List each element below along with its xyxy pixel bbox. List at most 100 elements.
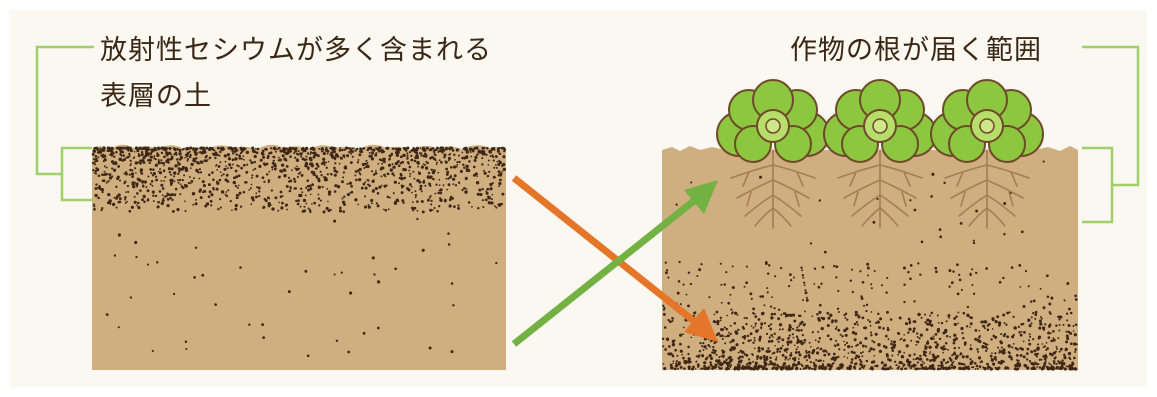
- soil-dot: [345, 146, 348, 149]
- soil-dot: [498, 185, 500, 187]
- soil-dot: [434, 207, 436, 209]
- soil-dot: [771, 296, 773, 298]
- soil-dot: [268, 152, 270, 154]
- soil-dot: [757, 329, 759, 331]
- soil-dot: [828, 367, 831, 370]
- soil-dot: [193, 159, 196, 162]
- soil-dot: [817, 347, 819, 349]
- soil-dot: [335, 153, 338, 156]
- soil-dot: [219, 198, 221, 200]
- soil-dot: [342, 210, 345, 213]
- soil-dot: [742, 327, 745, 330]
- soil-dot: [204, 205, 207, 208]
- soil-dot: [471, 206, 473, 208]
- soil-dot: [822, 317, 825, 320]
- soil-dot: [998, 324, 1001, 327]
- soil-dot: [679, 343, 682, 346]
- soil-dot: [805, 291, 808, 294]
- soil-dot: [482, 199, 484, 201]
- soil-dot: [733, 322, 736, 325]
- soil-dot: [288, 290, 291, 293]
- soil-dot: [221, 175, 223, 177]
- soil-dot: [890, 318, 893, 321]
- soil-dot: [941, 322, 943, 324]
- soil-dot: [467, 169, 470, 172]
- soil-dot: [722, 354, 725, 357]
- soil-dot: [840, 334, 842, 336]
- soil-dot: [384, 186, 386, 188]
- soil-dot: [817, 317, 820, 320]
- soil-dot: [919, 314, 921, 316]
- soil-dot: [170, 174, 172, 176]
- soil-dot: [161, 202, 164, 205]
- soil-dot: [156, 154, 159, 157]
- soil-dot: [1021, 331, 1023, 333]
- soil-dot: [370, 199, 373, 202]
- soil-dot: [745, 281, 748, 284]
- soil-dot: [376, 202, 378, 204]
- soil-dot: [440, 161, 443, 164]
- soil-dot: [971, 268, 973, 270]
- soil-dot: [1032, 338, 1034, 340]
- soil-dot: [810, 242, 812, 244]
- soil-dot: [436, 164, 438, 166]
- soil-dot: [886, 277, 888, 279]
- soil-dot: [801, 269, 803, 271]
- soil-dot: [248, 189, 250, 191]
- soil-dot: [990, 338, 992, 340]
- soil-dot: [807, 354, 810, 357]
- soil-dot: [1020, 334, 1023, 337]
- soil-dot: [793, 359, 796, 362]
- soil-dot: [184, 157, 186, 159]
- soil-dot: [860, 295, 862, 297]
- soil-dot: [93, 205, 95, 207]
- soil-dot: [766, 287, 768, 289]
- soil-dot: [973, 240, 975, 242]
- soil-dot: [692, 366, 695, 369]
- soil-dot: [245, 171, 248, 174]
- soil-dot: [492, 156, 494, 158]
- soil-dot: [973, 293, 975, 295]
- soil-dot: [859, 359, 861, 361]
- soil-dot: [953, 317, 956, 320]
- soil-dot: [785, 359, 787, 361]
- soil-dot: [161, 152, 163, 154]
- soil-dot: [411, 192, 413, 194]
- soil-dot: [728, 332, 730, 334]
- soil-dot: [311, 203, 313, 205]
- soil-dot: [165, 195, 167, 197]
- soil-dot: [253, 150, 256, 153]
- soil-dot: [1076, 343, 1078, 345]
- soil-dot: [850, 280, 852, 282]
- soil-dot: [1013, 334, 1015, 336]
- soil-dot: [220, 171, 222, 173]
- soil-dot: [309, 187, 312, 190]
- soil-dot: [1066, 282, 1069, 285]
- soil-dot: [374, 154, 377, 157]
- soil-dot: [1040, 288, 1042, 290]
- soil-dot: [343, 171, 345, 173]
- soil-dot: [696, 355, 698, 357]
- soil-dot: [670, 365, 672, 367]
- soil-dot: [107, 193, 110, 196]
- soil-dot: [489, 155, 491, 157]
- soil-dot: [978, 330, 980, 332]
- soil-dot: [760, 356, 762, 358]
- soil-dot: [239, 192, 242, 195]
- soil-dot: [749, 367, 752, 370]
- soil-dot: [745, 323, 747, 325]
- soil-dot: [792, 333, 794, 335]
- soil-dot: [114, 254, 116, 256]
- soil-dot: [681, 354, 683, 356]
- soil-dot: [674, 349, 677, 352]
- soil-dot: [451, 350, 454, 353]
- soil-dot: [812, 331, 814, 333]
- soil-dot: [958, 274, 960, 276]
- soil-dot: [994, 320, 997, 323]
- soil-dot: [496, 161, 498, 163]
- soil-dot: [367, 179, 369, 181]
- soil-dot: [682, 357, 685, 360]
- soil-dot: [770, 362, 772, 364]
- soil-dot: [903, 334, 905, 336]
- soil-dot: [104, 158, 106, 160]
